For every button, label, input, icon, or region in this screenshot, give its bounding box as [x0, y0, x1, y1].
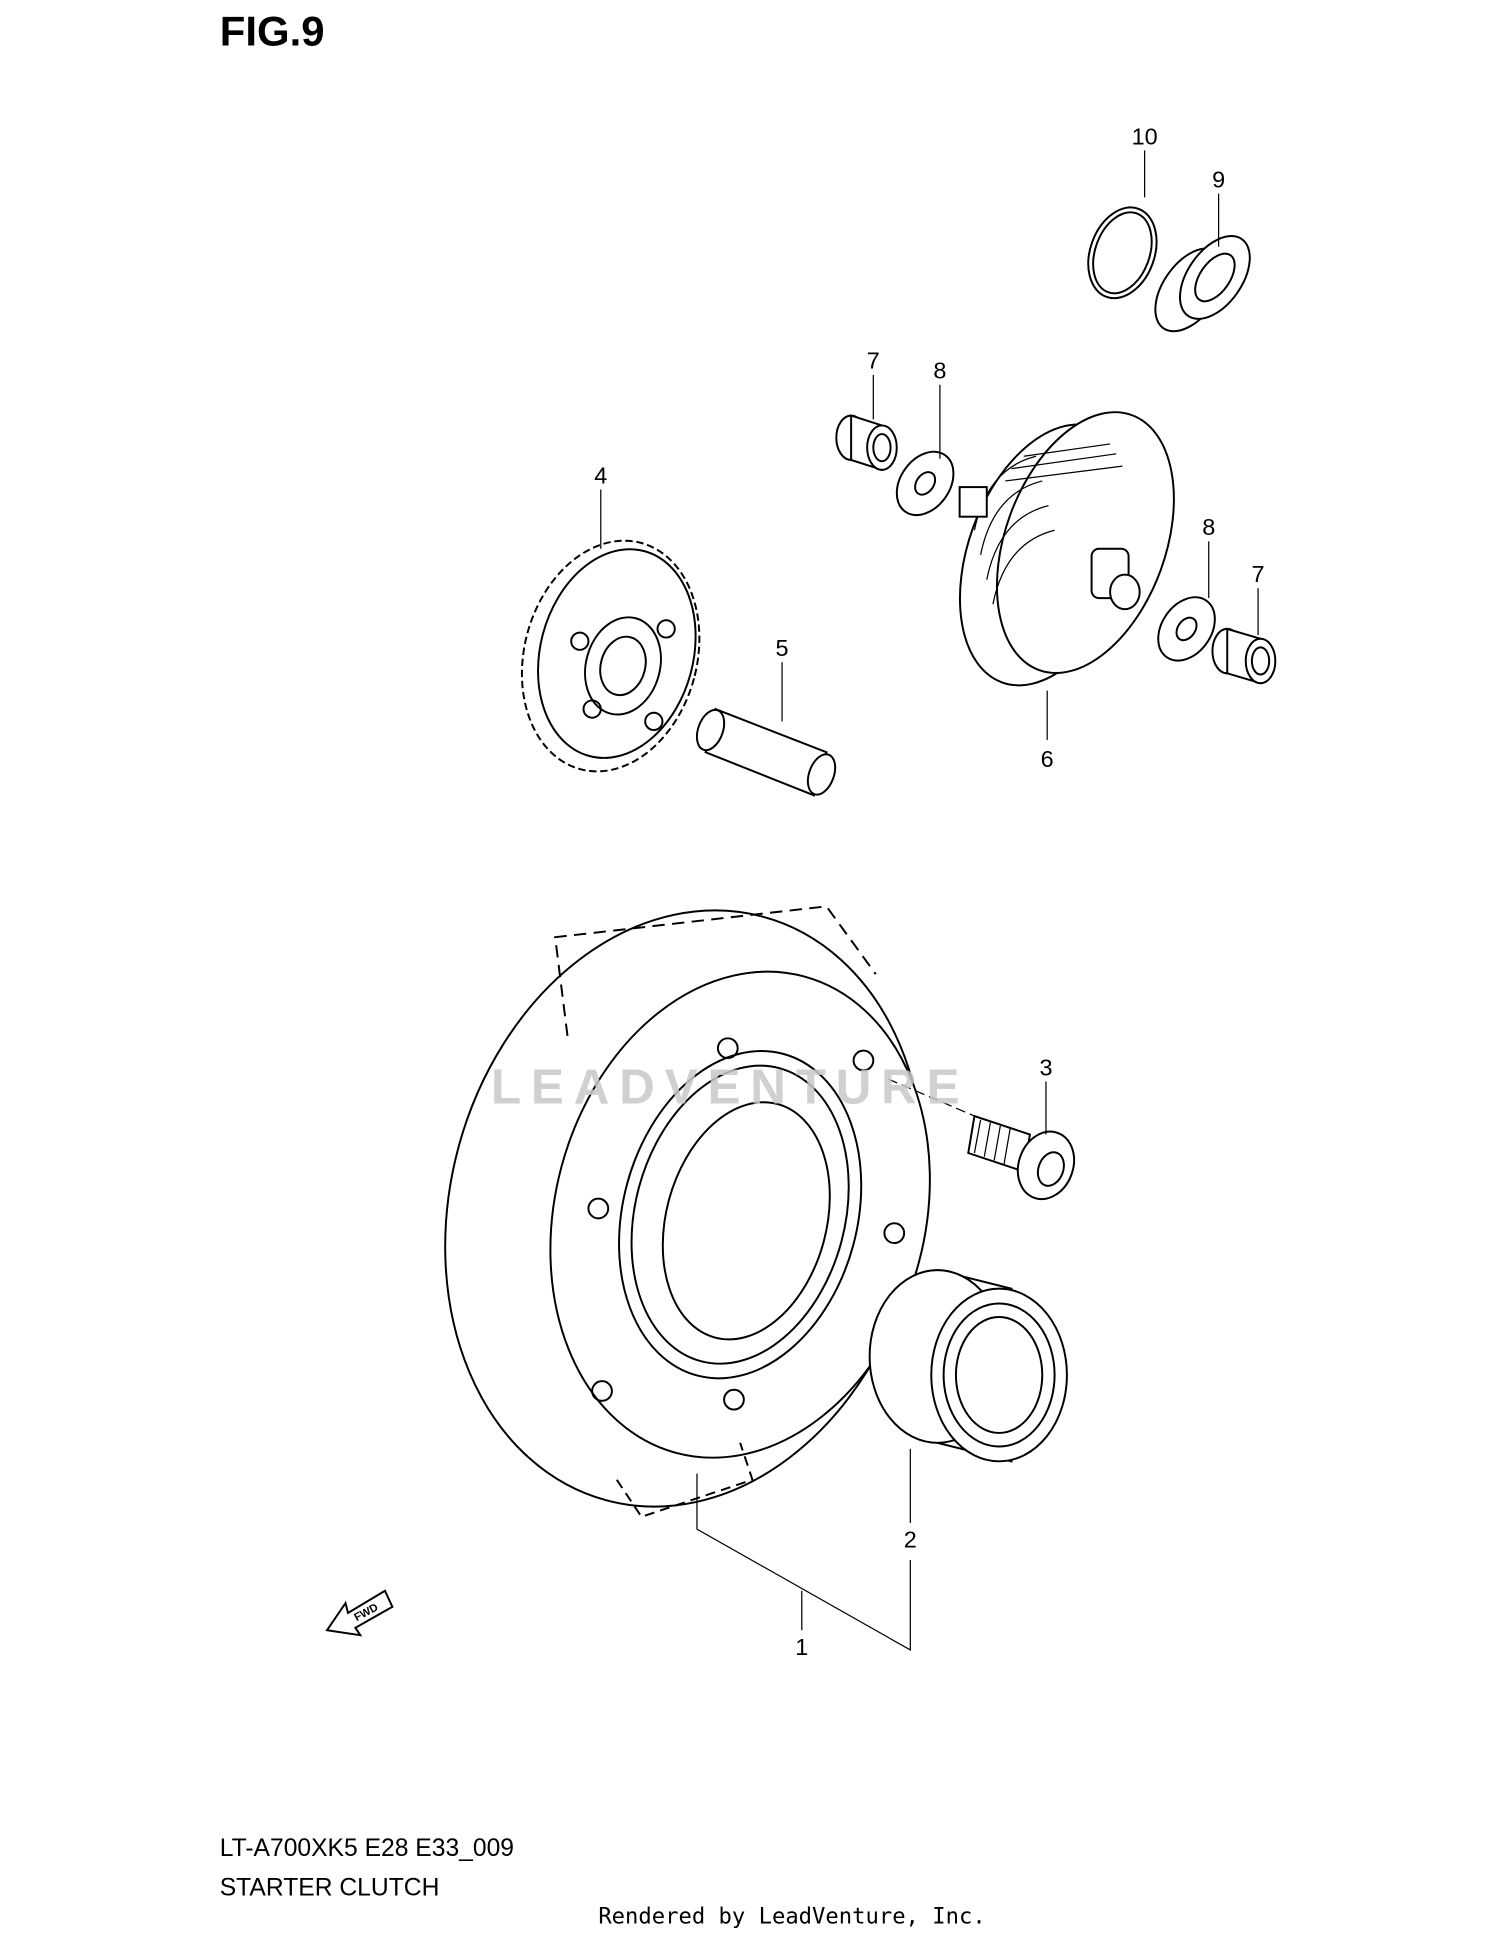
part-7-bushing-left[interactable]	[835, 414, 898, 472]
part-3-bolt[interactable]	[887, 1078, 1083, 1207]
figure-title: FIG.9	[220, 8, 325, 55]
part-2-one-way-bearing[interactable]	[868, 1268, 1068, 1463]
callout-9: 9	[1212, 166, 1225, 192]
part-6-starter-clutch-assembly[interactable]	[927, 388, 1207, 710]
model-code: LT-A700XK5 E28 E33_009	[220, 1835, 514, 1862]
callout-8: 8	[1202, 514, 1215, 540]
leader-lines	[600, 150, 1259, 1652]
callout-1: 1	[795, 1634, 808, 1660]
part-8-washer-left[interactable]	[885, 441, 965, 526]
callout-5: 5	[776, 635, 789, 661]
callout-7: 7	[1252, 561, 1265, 587]
callout-10: 10	[1132, 123, 1158, 149]
part-7-bushing-right[interactable]	[1211, 627, 1277, 685]
part-8-washer-right[interactable]	[1147, 586, 1227, 671]
watermark: LEADVENTURE	[491, 1060, 969, 1115]
part-10-circlip[interactable]	[1076, 198, 1168, 308]
part-9-bearing[interactable]	[1141, 224, 1264, 344]
section-name: STARTER CLUTCH	[220, 1874, 440, 1901]
part-4-idle-gear[interactable]	[497, 521, 724, 792]
part-1-starter-clutch-gear[interactable]	[380, 856, 989, 1561]
callout-3: 3	[1039, 1054, 1052, 1080]
fwd-arrow-icon: FWD	[325, 1589, 394, 1637]
callout-2: 2	[904, 1527, 917, 1553]
callout-6: 6	[1041, 746, 1054, 772]
part-5-idle-gear-shaft[interactable]	[692, 706, 841, 798]
callout-7: 7	[867, 348, 880, 374]
rendered-by: Rendered by LeadVenture, Inc.	[598, 1904, 985, 1930]
callout-4: 4	[594, 462, 607, 488]
callout-8: 8	[933, 358, 946, 384]
